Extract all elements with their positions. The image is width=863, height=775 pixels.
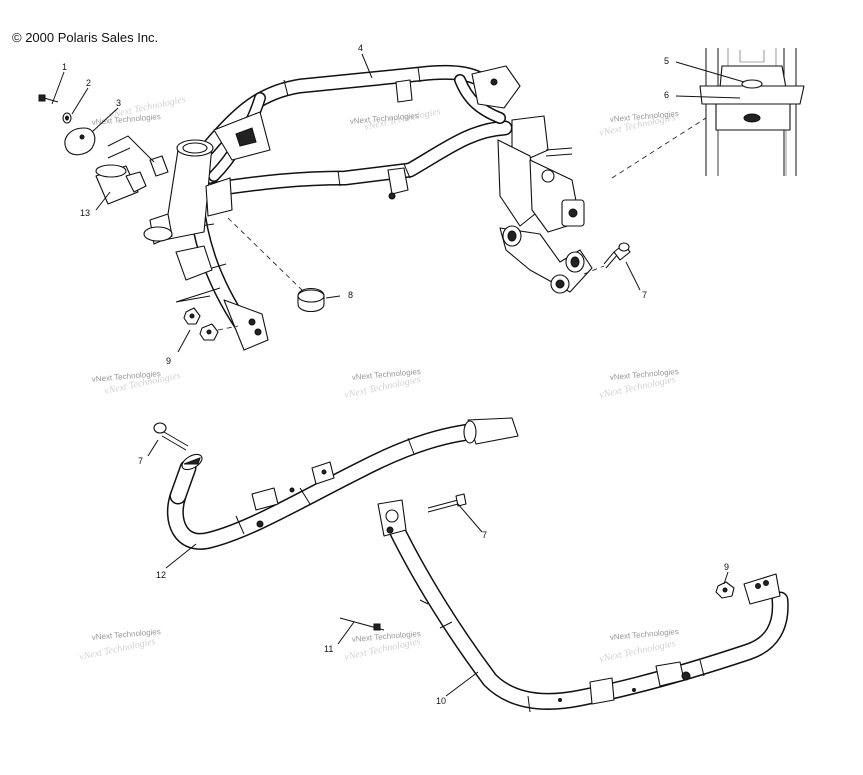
leader-13-bracket-2 — [107, 147, 131, 159]
callout-1: 1 — [62, 62, 67, 72]
part-7-bolt-upper — [603, 242, 631, 269]
callout-10: 10 — [436, 696, 446, 706]
callout-3: 3 — [116, 98, 121, 108]
part-1-screw — [38, 94, 59, 103]
callout-7-left: 7 — [138, 456, 143, 466]
copyright-notice: © 2000 Polaris Sales Inc. — [12, 30, 159, 45]
callout-8: 8 — [348, 290, 353, 300]
part-9-nut-right — [715, 581, 735, 599]
inset-detail — [699, 48, 805, 176]
leader-9-dashed — [217, 325, 239, 331]
callout-9-right: 9 — [724, 562, 729, 572]
callout-7-upper: 7 — [642, 290, 647, 300]
main-frame — [143, 64, 593, 351]
part-13-ignition-switch — [95, 155, 169, 205]
part-10-right-lower-rail — [377, 499, 789, 713]
callout-12: 12 — [156, 570, 166, 580]
callout-6: 6 — [664, 90, 669, 100]
callout-11: 11 — [324, 644, 333, 654]
part-11-pin — [339, 617, 385, 631]
watermark: vNext Technologies — [91, 112, 161, 127]
part-3-cover-plate — [64, 127, 96, 156]
part-7-bolt-right — [427, 493, 467, 513]
callout-13: 13 — [80, 208, 90, 218]
callout-2: 2 — [86, 78, 91, 88]
leader-7-dashed — [583, 265, 605, 275]
leader-8-dashed — [227, 217, 305, 293]
callout-4: 4 — [358, 43, 363, 53]
part-12-left-lower-rail — [166, 417, 519, 550]
callout-9-left: 9 — [166, 356, 171, 366]
callout-leaders — [51, 53, 745, 697]
watermark-ghost: vNext Technologies — [598, 638, 676, 665]
watermark-ghost: vNext Technologies — [78, 636, 156, 663]
leader-13-bracket — [107, 135, 155, 163]
callout-7-right: 7 — [482, 530, 487, 540]
part-7-bolt-left — [153, 422, 189, 451]
callout-5: 5 — [664, 56, 669, 66]
part-2-washer — [62, 112, 72, 124]
part-9-nuts — [183, 307, 219, 341]
inset-leader-dashed — [611, 117, 707, 179]
callout-labels: 1 2 3 4 5 6 7 7 7 8 9 9 10 11 12 13 — [62, 43, 729, 706]
leader-9-bracket — [175, 287, 221, 303]
part-8-grommet — [297, 287, 325, 313]
